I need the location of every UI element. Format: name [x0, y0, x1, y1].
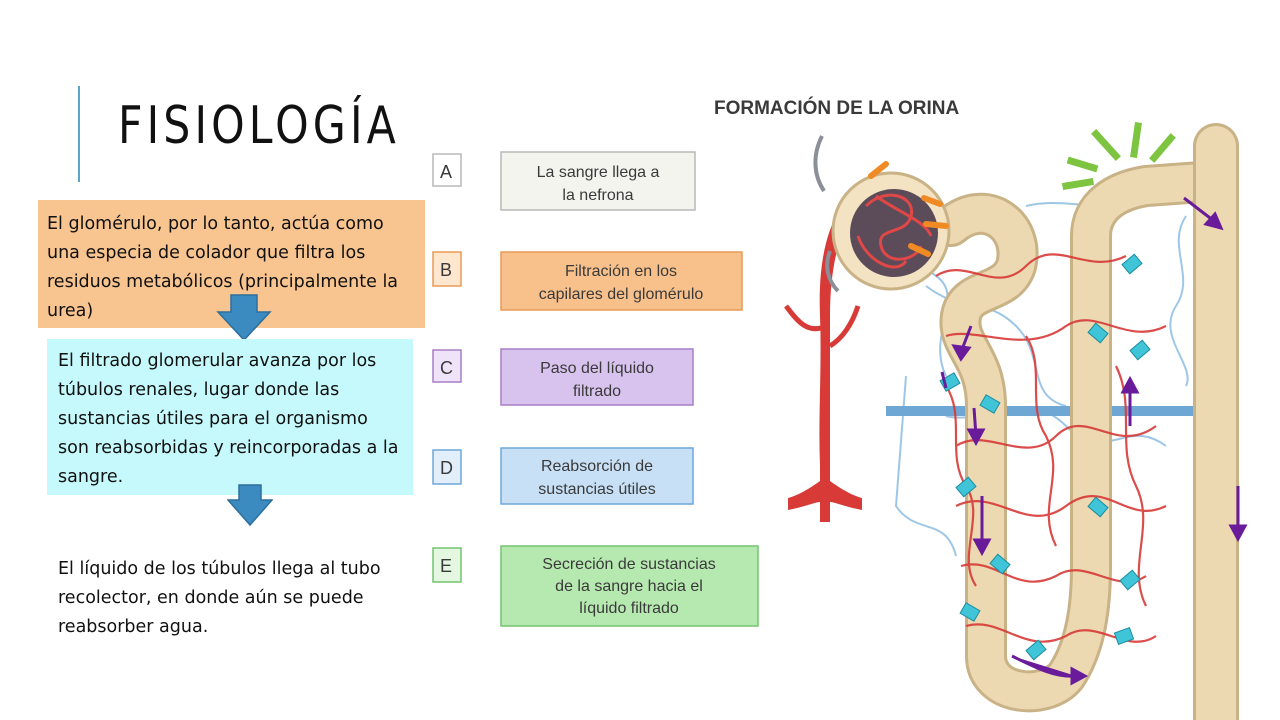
- legend-letter-c: C: [440, 358, 453, 378]
- step-2-tubules-text: El filtrado glomerular avanza por los tú…: [47, 339, 413, 495]
- legend-letter-e: E: [440, 556, 452, 576]
- slide-title: FISIOLOGÍA: [118, 96, 400, 156]
- legend-d-line2: sustancias útiles: [538, 481, 655, 498]
- renal-tubule: [930, 123, 1239, 720]
- legend-item-a: A La sangre llega a la nefrona: [432, 151, 696, 211]
- legend-c-line1: Paso del líquido: [540, 360, 654, 377]
- legend-letter-d: D: [440, 458, 453, 478]
- legend-letter-a: A: [440, 162, 452, 182]
- flow-down-arrow-1: [216, 294, 272, 342]
- legend-e-line1: Secreción de sustancias: [542, 556, 715, 573]
- blood-inflow-arrows: [813, 135, 840, 293]
- renal-artery: [788, 216, 862, 522]
- legend-e-line3: líquido filtrado: [579, 600, 679, 617]
- reabsorption-arrows: [939, 253, 1151, 661]
- legend-item-c: C Paso del líquido filtrado: [432, 348, 694, 406]
- legend-item-d: D Reabsorción de sustancias útiles: [432, 447, 694, 505]
- legend-a-line1: La sangre llega a: [537, 164, 660, 181]
- legend-item-e: E Secreción de sustancias de la sangre h…: [432, 545, 759, 627]
- legend-a-line2: la nefrona: [562, 187, 633, 204]
- flow-down-arrow-2: [227, 484, 273, 526]
- title-accent-rule: [78, 86, 80, 182]
- filtration-arrows: [868, 161, 949, 257]
- glomerulus: [831, 171, 951, 291]
- legend-letter-b: B: [440, 260, 452, 280]
- legend-d-line1: Reabsorción de: [541, 458, 653, 475]
- legend-b-line2: capilares del glomérulo: [539, 286, 704, 303]
- horizontal-vein: [886, 406, 1206, 416]
- step-3-collecting-duct-text: El líquido de los túbulos llega al tubo …: [58, 559, 381, 637]
- secretion-arrows: [1061, 122, 1176, 191]
- nephron-illustration: [784, 122, 1248, 720]
- legend-item-b: B Filtración en los capilares del glomér…: [432, 251, 743, 311]
- legend-b-line1: Filtración en los: [565, 263, 677, 280]
- filtrate-flow-arrows: [940, 196, 1248, 686]
- legend-e-line2: de la sangre hacia el: [555, 578, 703, 595]
- urine-formation-diagram: FORMACIÓN DE LA ORINA A La sangre llega …: [426, 86, 1280, 720]
- diagram-title: FORMACIÓN DE LA ORINA: [714, 97, 960, 119]
- legend-c-line2: filtrado: [573, 383, 621, 400]
